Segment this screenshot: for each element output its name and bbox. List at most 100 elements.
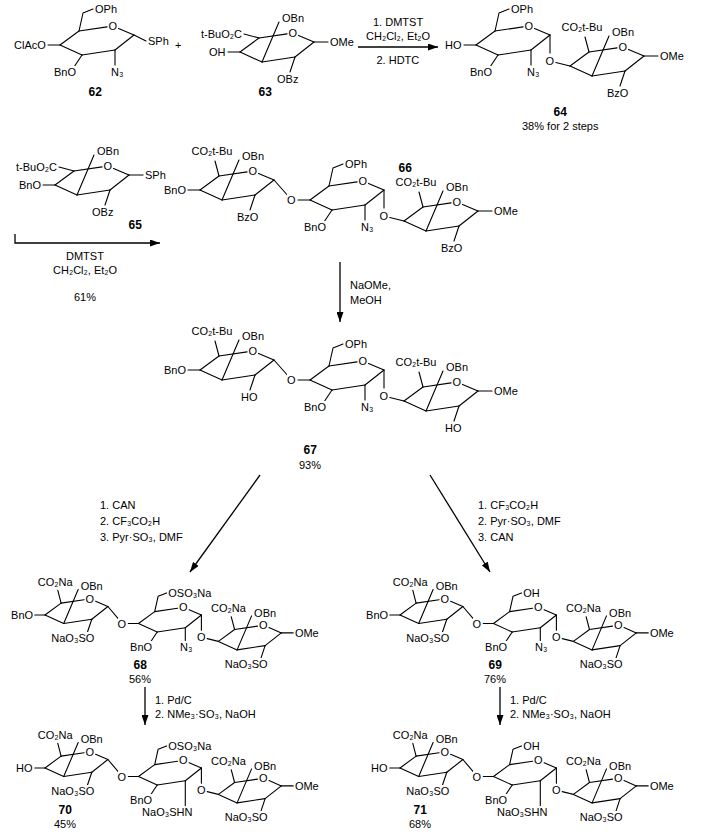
bond <box>483 776 493 777</box>
bond <box>478 390 492 391</box>
atom-label: O <box>546 55 555 67</box>
atom-label: NaO₃SO <box>406 632 449 644</box>
bond <box>64 590 78 624</box>
bond <box>201 768 202 783</box>
atom-label: BnO <box>11 609 33 621</box>
bond <box>129 174 143 175</box>
bond <box>134 35 146 41</box>
bond <box>459 211 478 226</box>
bond <box>451 601 463 606</box>
atom-label: NaO₃SO <box>225 658 268 670</box>
bond <box>128 623 138 624</box>
bond <box>556 63 570 67</box>
atom-label: O <box>552 784 561 796</box>
bond <box>404 401 426 411</box>
bond <box>237 799 265 803</box>
bond <box>329 344 343 366</box>
bond <box>228 51 240 52</box>
bond <box>259 353 275 360</box>
atom-label: O <box>534 754 543 766</box>
atom-label: O <box>525 20 534 32</box>
reaction-arrow <box>15 234 160 243</box>
bond <box>463 204 479 211</box>
atom-label: O <box>289 27 298 39</box>
bond <box>544 610 556 615</box>
bond <box>419 590 433 624</box>
reagent-text: 3. CAN <box>478 531 513 543</box>
bond <box>426 191 443 231</box>
bond <box>494 612 510 624</box>
bond <box>510 593 522 612</box>
bond <box>562 792 573 795</box>
bond <box>624 628 636 633</box>
bond <box>114 50 115 65</box>
bond <box>105 190 110 205</box>
atom-label: CO₂Na <box>393 729 428 741</box>
compound-number: 65 <box>129 219 142 232</box>
atom-label: O <box>441 746 450 758</box>
bond <box>419 619 447 623</box>
bond <box>624 781 636 786</box>
bond <box>237 646 265 650</box>
atom-label: OBn <box>282 12 304 24</box>
atom-label: OBn <box>242 330 264 342</box>
bond <box>459 391 478 406</box>
bond <box>218 641 237 650</box>
bond <box>188 369 200 370</box>
bond <box>58 743 61 756</box>
atom-label: OMe <box>650 780 674 792</box>
atom-label: NaO₃SO <box>225 811 268 823</box>
bond <box>45 603 61 615</box>
atom-label: CO₂Na <box>566 602 601 614</box>
bond <box>562 639 573 642</box>
bond <box>510 608 533 611</box>
compound: 7168% <box>360 725 677 835</box>
atom-label: OPh <box>95 3 117 15</box>
bond <box>218 783 234 795</box>
atom-label: NaO₃SO <box>580 811 623 823</box>
reagent-text: 1. CF₃CO₂H <box>478 499 538 511</box>
bond <box>92 607 108 620</box>
atom-label: OH <box>209 46 226 58</box>
atom-label: CO₂t-Bu <box>396 176 437 188</box>
bond <box>77 155 94 195</box>
reagent-text: 61% <box>74 291 96 303</box>
bond <box>592 616 606 650</box>
atom-label: CO₂Na <box>393 576 428 588</box>
atom-label: HO <box>445 422 462 434</box>
reagent-text: 2. NMe₃·SO₃, NaOH <box>510 708 611 720</box>
bond <box>77 190 110 195</box>
bond <box>250 375 255 390</box>
bond <box>155 761 178 764</box>
bond <box>400 768 419 777</box>
bond <box>390 767 400 768</box>
bond <box>625 56 644 71</box>
bond <box>298 379 310 380</box>
bond <box>426 406 459 411</box>
yield: 68% <box>409 818 431 831</box>
bond <box>79 9 93 31</box>
reaction-arrow <box>339 262 340 322</box>
atom-label: BzO <box>607 87 628 99</box>
bond <box>96 601 108 606</box>
atom-label: NaO₃SHN <box>142 806 192 818</box>
bond <box>530 50 531 65</box>
bond <box>218 630 234 642</box>
bond <box>510 761 533 764</box>
bond <box>222 375 255 380</box>
atom-label: O <box>86 593 95 605</box>
bond <box>157 628 185 632</box>
bond <box>92 760 108 773</box>
bond <box>476 31 495 45</box>
reagent-text: MeOH <box>350 294 382 306</box>
bond <box>222 160 239 200</box>
compound: 6976% <box>360 572 677 687</box>
atom-label: OMe <box>494 205 518 217</box>
reagent-text: CH₂Cl₂, Et₂O <box>53 264 117 276</box>
atom-label: OBn <box>254 760 276 772</box>
bond <box>443 619 447 632</box>
atom-label: BnO <box>19 179 41 191</box>
atom-label: BnO <box>130 794 152 806</box>
bond <box>443 772 447 785</box>
